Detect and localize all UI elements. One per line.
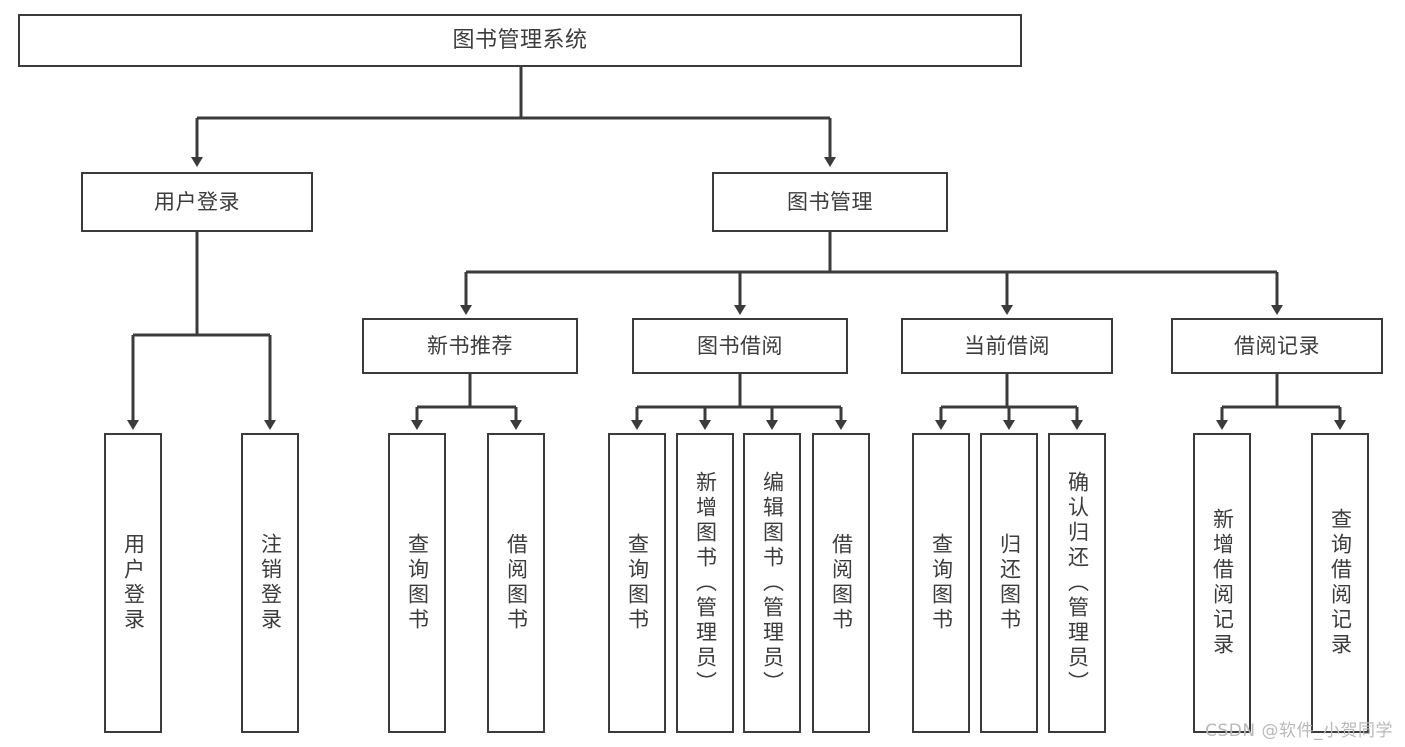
leaf-query-book-borrow[interactable]: 查询图书 xyxy=(608,433,666,733)
node-label: 当前借阅 xyxy=(964,333,1050,358)
node-label: 归还图书 xyxy=(997,533,1022,633)
node-label: 注销登录 xyxy=(258,533,283,633)
leaf-confirm-return-admin[interactable]: 确认归还（管理员） xyxy=(1048,433,1106,733)
node-label: 借阅图书 xyxy=(504,533,529,633)
node-label: 查询借阅记录 xyxy=(1328,508,1353,658)
csdn-watermark: CSDN @软件_小贺同学 xyxy=(1205,721,1393,741)
node-label: 新书推荐 xyxy=(427,333,513,358)
node-label: 新增图书（管理员） xyxy=(693,470,718,696)
leaf-query-borrow-record[interactable]: 查询借阅记录 xyxy=(1311,433,1369,733)
leaf-user-login[interactable]: 用户登录 xyxy=(104,433,162,733)
leaf-add-borrow-record[interactable]: 新增借阅记录 xyxy=(1193,433,1251,733)
node-label: 确认归还（管理员） xyxy=(1065,470,1090,696)
node-label: 用户登录 xyxy=(121,533,146,633)
node-label: 图书借阅 xyxy=(697,333,783,358)
leaf-add-book-admin[interactable]: 新增图书（管理员） xyxy=(676,433,734,733)
leaf-logout[interactable]: 注销登录 xyxy=(241,433,299,733)
node-label: 用户登录 xyxy=(154,189,240,214)
node-label: 图书管理 xyxy=(787,189,873,214)
leaf-edit-book-admin[interactable]: 编辑图书（管理员） xyxy=(743,433,801,733)
node-label: 借阅记录 xyxy=(1234,333,1320,358)
node-book-borrow[interactable]: 图书借阅 xyxy=(632,318,848,374)
node-label: 查询图书 xyxy=(929,533,954,633)
node-borrow-record[interactable]: 借阅记录 xyxy=(1171,318,1383,374)
node-root-book-management-system[interactable]: 图书管理系统 xyxy=(18,14,1022,67)
node-label: 图书管理系统 xyxy=(452,27,588,53)
node-current-borrow[interactable]: 当前借阅 xyxy=(901,318,1113,374)
node-label: 查询图书 xyxy=(405,533,430,633)
node-user-login[interactable]: 用户登录 xyxy=(81,172,313,232)
node-book-management[interactable]: 图书管理 xyxy=(712,172,948,232)
leaf-query-book-current[interactable]: 查询图书 xyxy=(912,433,970,733)
node-label: 编辑图书（管理员） xyxy=(760,470,785,696)
leaf-query-book-recommend[interactable]: 查询图书 xyxy=(388,433,446,733)
leaf-borrow-book-recommend[interactable]: 借阅图书 xyxy=(487,433,545,733)
node-label: 借阅图书 xyxy=(829,533,854,633)
node-label: 查询图书 xyxy=(625,533,650,633)
leaf-return-book[interactable]: 归还图书 xyxy=(980,433,1038,733)
node-new-book-recommend[interactable]: 新书推荐 xyxy=(362,318,578,374)
leaf-borrow-book[interactable]: 借阅图书 xyxy=(812,433,870,733)
node-label: 新增借阅记录 xyxy=(1210,508,1235,658)
